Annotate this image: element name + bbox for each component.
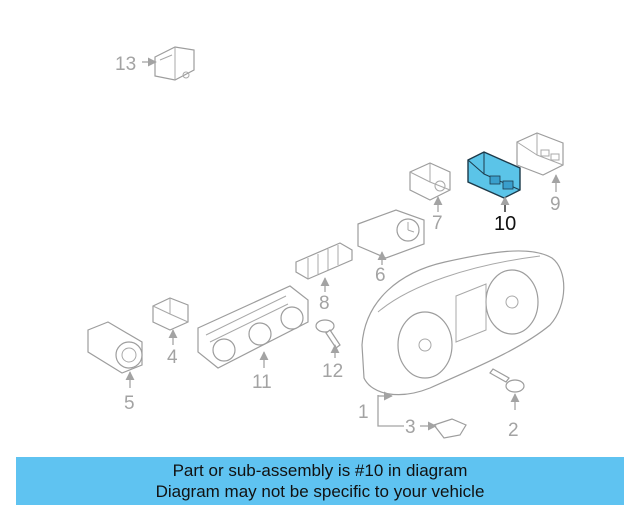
part-8-switch-strip xyxy=(295,242,353,280)
part-5-light-switch xyxy=(87,321,143,374)
callout-3: 3 xyxy=(405,417,416,438)
part-4-switch xyxy=(152,297,189,331)
callout-13: 13 xyxy=(115,54,136,75)
callout-11: 11 xyxy=(252,372,272,393)
part-11-climate-panel xyxy=(197,285,309,369)
callout-1: 1 xyxy=(358,402,369,423)
part-3-clip xyxy=(433,418,467,439)
callout-5: 5 xyxy=(124,393,135,414)
part-12-screw xyxy=(315,319,341,349)
part-7-module xyxy=(409,162,451,201)
info-banner: Part or sub-assembly is #10 in diagram D… xyxy=(16,457,624,505)
part-10-switch-highlighted xyxy=(467,151,521,199)
banner-line-1: Part or sub-assembly is #10 in diagram xyxy=(172,461,468,480)
callout-8: 8 xyxy=(319,293,330,314)
callout-2: 2 xyxy=(508,420,519,441)
leader-3 xyxy=(377,410,404,427)
callout-9: 9 xyxy=(550,194,561,215)
callout-4: 4 xyxy=(167,347,178,368)
callout-10: 10 xyxy=(494,213,516,235)
part-10-body xyxy=(467,151,521,199)
part-6-clock xyxy=(357,209,425,259)
part-1-instrument-cluster xyxy=(361,250,565,396)
callout-12: 12 xyxy=(322,361,343,382)
parts-diagram: 13 9 10 7 6 8 4 xyxy=(87,46,565,441)
part-13-switch xyxy=(154,46,195,81)
callout-6: 6 xyxy=(375,265,386,286)
banner-line-2: Diagram may not be specific to your vehi… xyxy=(155,482,485,501)
part-9-switch xyxy=(516,132,564,176)
part-2-screw xyxy=(489,368,525,393)
callout-7: 7 xyxy=(432,213,443,234)
